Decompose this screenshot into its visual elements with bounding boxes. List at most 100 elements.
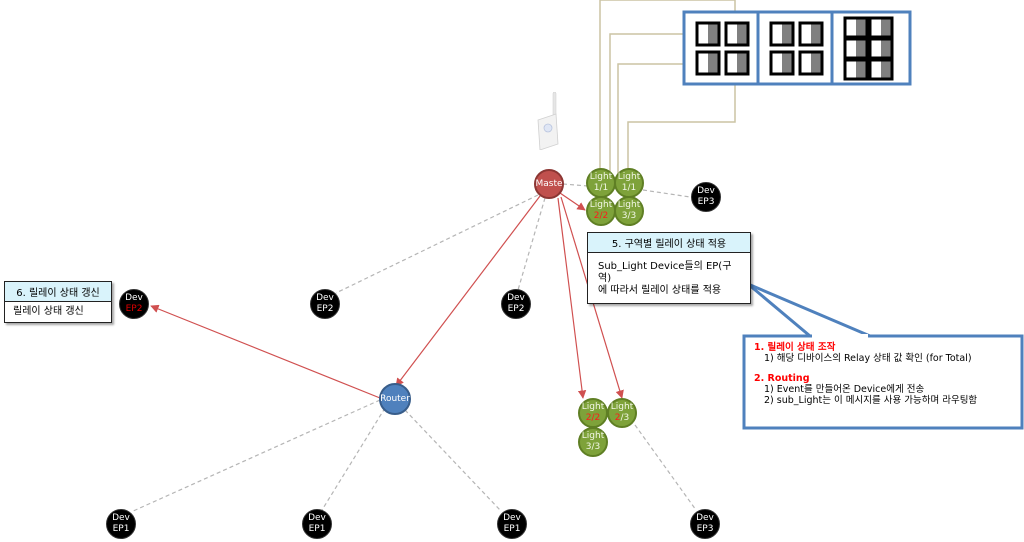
- light-node[interactable]: Light 1/1: [586, 168, 616, 198]
- step5-body: Sub_Light Device들의 EP(구역) 에 따라서 릴레이 상태를 …: [588, 253, 750, 303]
- link-light-dev-ep3b: [634, 424, 697, 511]
- router-node[interactable]: Router: [379, 383, 411, 415]
- light-ep-highlight: 2: [614, 413, 621, 423]
- master-node[interactable]: Maste: [534, 169, 564, 199]
- device-label: Dev: [503, 513, 521, 523]
- light-name: Light: [610, 402, 634, 412]
- switch-icon: [868, 16, 894, 39]
- link-router-dev-ep1b: [321, 407, 386, 511]
- light-node[interactable]: Light 2/2: [578, 398, 608, 428]
- link-master-dev-ep2b: [517, 197, 546, 291]
- step6-title: 6. 릴레이 상태 갱신: [5, 282, 111, 302]
- device-node[interactable]: Dev EP2: [119, 289, 149, 319]
- light-node[interactable]: Light 3/3: [614, 196, 644, 226]
- light-name: Light: [589, 172, 613, 182]
- light-ep: 2/2: [593, 211, 609, 221]
- device-label: Dev: [112, 513, 130, 523]
- device-ep: EP3: [696, 524, 714, 534]
- step6-body: 릴레이 상태 갱신: [13, 306, 84, 317]
- switch-icon: [843, 16, 869, 39]
- link-light-dev-ep3: [642, 189, 691, 198]
- switch-icon: [695, 21, 721, 47]
- step5-line2: 에 따라서 릴레이 상태를 적용: [598, 285, 722, 296]
- wire-3: [617, 63, 697, 175]
- light-name: Light: [581, 431, 605, 441]
- note-item: 2) sub_Light는 이 메시지를 사용 가능하며 라우팅함: [764, 395, 978, 406]
- light-name: Light: [581, 402, 605, 412]
- device-label: Dev: [125, 293, 143, 303]
- step6-callout: 6. 릴레이 상태 갱신 릴레이 상태 갱신: [4, 281, 112, 323]
- device-node[interactable]: Dev EP1: [302, 509, 332, 539]
- wireless-router-image: [537, 92, 559, 150]
- light-name: Light: [589, 200, 613, 210]
- light-name: Light: [617, 200, 641, 210]
- switch-icon: [798, 50, 824, 76]
- switch-icon: [695, 50, 721, 76]
- note-item: 1) Event를 만들어온 Device에게 전송: [764, 384, 925, 395]
- light-name: Light: [617, 172, 641, 182]
- link-router-dev-ep1c: [404, 409, 501, 511]
- switch-icon: [769, 50, 795, 76]
- dashed-links: [130, 183, 697, 513]
- light-ep-rest: /3: [620, 413, 630, 423]
- device-label: Dev: [316, 293, 334, 303]
- arrow-master-light: [559, 192, 586, 211]
- switch-icon: [724, 21, 750, 47]
- notes-frame: [742, 334, 1024, 430]
- switch-icon: [798, 21, 824, 47]
- device-node[interactable]: Dev EP1: [497, 509, 527, 539]
- device-label: Dev: [308, 513, 326, 523]
- light-ep: 1/1: [621, 183, 637, 193]
- light-ep: 2/3: [615, 413, 630, 424]
- device-label: Dev: [697, 186, 715, 196]
- step5-line1: Sub_Light Device들의 EP(구역): [598, 261, 732, 284]
- light-ep: 1/1: [593, 183, 609, 193]
- device-ep: EP3: [697, 197, 715, 207]
- arrow-master-router: [395, 195, 541, 387]
- notes-box: 1. 릴레이 상태 조작 1) 해당 디바이스의 Relay 상태 값 확인 (…: [744, 336, 1022, 428]
- light-node[interactable]: Light 3/3: [578, 427, 608, 457]
- arrow-master-light-b1: [557, 197, 587, 399]
- step5-title: 5. 구역별 릴레이 상태 적용: [588, 233, 750, 253]
- switch-icon: [868, 37, 894, 60]
- switch-icon: [769, 21, 795, 47]
- arrows: [150, 192, 624, 399]
- master-label: Maste: [535, 178, 563, 189]
- device-ep: EP2: [507, 304, 525, 314]
- note-item: 1) 해당 디바이스의 Relay 상태 값 확인 (for Total): [764, 353, 972, 364]
- light-ep: 3/3: [621, 211, 637, 221]
- light-node[interactable]: Light 2/2: [586, 196, 616, 226]
- switch-panel: [682, 10, 912, 86]
- notes-pointer: [747, 282, 871, 338]
- device-node[interactable]: Dev EP3: [690, 509, 720, 539]
- device-ep: EP2: [125, 304, 143, 314]
- device-node[interactable]: Dev EP2: [501, 289, 531, 319]
- wire-2: [609, 33, 697, 172]
- note-heading-1: 1. 릴레이 상태 조작: [754, 342, 836, 353]
- router-label: Router: [380, 393, 410, 404]
- link-master-light: [562, 183, 589, 187]
- device-node[interactable]: Dev EP3: [691, 182, 721, 212]
- device-ep: EP1: [112, 524, 130, 534]
- link-master-dev-ep2a: [335, 194, 539, 294]
- device-ep: EP1: [503, 524, 521, 534]
- switch-icon: [843, 37, 869, 60]
- light-node[interactable]: Light 2/3: [607, 398, 637, 428]
- device-node[interactable]: Dev EP2: [310, 289, 340, 319]
- link-router-dev-ep1a: [130, 399, 381, 513]
- arrow-router-dev: [150, 304, 381, 399]
- switch-icon: [724, 50, 750, 76]
- light-ep: 3/3: [585, 442, 601, 452]
- step5-callout: 5. 구역별 릴레이 상태 적용 Sub_Light Device들의 EP(구…: [587, 232, 751, 304]
- device-node[interactable]: Dev EP1: [106, 509, 136, 539]
- device-label: Dev: [696, 513, 714, 523]
- device-ep: EP2: [316, 304, 334, 314]
- switch-icon: [868, 58, 894, 81]
- device-label: Dev: [507, 293, 525, 303]
- light-node[interactable]: Light 1/1: [614, 168, 644, 198]
- device-ep: EP1: [308, 524, 326, 534]
- switch-icon: [843, 58, 869, 81]
- note-heading-2: 2. Routing: [754, 373, 810, 384]
- light-ep: 2/2: [585, 413, 601, 423]
